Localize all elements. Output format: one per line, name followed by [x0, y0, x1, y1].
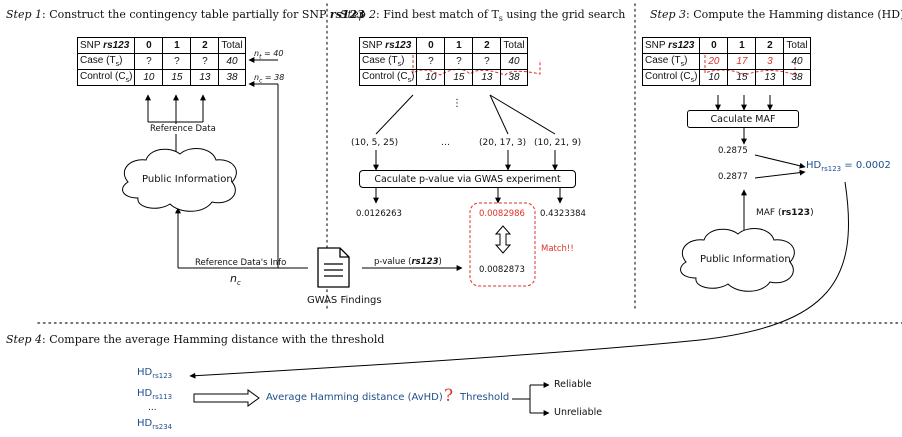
- reliable-label: Reliable: [554, 379, 592, 390]
- vertical-dots: ⋮: [452, 98, 462, 109]
- unreliable-label: Unreliable: [554, 407, 603, 418]
- hd-rs234: HDrs234: [137, 418, 173, 431]
- public-info-cloud-1: [122, 148, 237, 212]
- document-icon: [317, 247, 350, 288]
- avhd-label: Average Hamming distance (AvHD): [266, 392, 443, 403]
- step1-heading: Step 1: Construct the contingency table …: [6, 8, 365, 21]
- step4-heading: Step 4: Compare the average Hamming dist…: [6, 333, 385, 346]
- candidate-1: (10, 5, 25): [351, 138, 399, 148]
- contingency-table-step3: SNP rs123 0 1 2 Total Case (Ts) 20 17 3 …: [641, 37, 811, 86]
- pvalue-target: 0.0082873: [479, 265, 525, 275]
- step3-heading: Step 3: Compute the Hamming distance (HD…: [650, 8, 902, 21]
- public-information-label-1: Public Information: [142, 174, 233, 185]
- pvalue-label: p-value (rs123): [374, 257, 442, 267]
- question-mark-icon: ?: [444, 386, 454, 406]
- maf-value-2: 0.2877: [718, 172, 748, 182]
- hd-rs123-result: HDrs123 = 0.0002: [806, 160, 891, 173]
- gwas-findings-label: GWAS Findings: [307, 295, 382, 306]
- pvalue-3: 0.4323384: [540, 209, 586, 219]
- nc-label: nc = 38: [254, 73, 285, 85]
- reference-data-label: Reference Data: [148, 124, 218, 134]
- step2-heading: Step 2: Find best match of Ts using the …: [340, 8, 626, 24]
- pvalue-1: 0.0126263: [356, 209, 402, 219]
- hd-rs113: HDrs113: [137, 388, 173, 401]
- nt-label: nt = 40: [254, 49, 284, 61]
- candidate-ellipsis: …: [441, 138, 450, 148]
- contingency-table-step2: SNP rs123 0 1 2 Total Case (Ts) ? ? ? 40…: [358, 37, 528, 86]
- hd-rs123: HDrs123: [137, 367, 173, 380]
- candidate-3: (10, 21, 9): [534, 138, 582, 148]
- contingency-table-step1: SNP rs123 0 1 2 Total Case (Ts) ? ? ? 40…: [76, 37, 246, 86]
- candidate-2: (20, 17, 3): [479, 138, 527, 148]
- hd-ellipsis: ...: [148, 403, 157, 413]
- reference-info-label: Reference Data's Info: [195, 258, 287, 268]
- nc-info-label: nc: [230, 272, 241, 288]
- maf-rs123-label: MAF (rs123): [756, 208, 814, 218]
- match-label: Match!!: [541, 244, 574, 254]
- public-info-cloud-2: [680, 228, 795, 292]
- calc-maf-box: Caculate MAF: [687, 110, 799, 128]
- public-information-label-2: Public Information: [700, 254, 791, 265]
- threshold-label: Threshold: [460, 392, 510, 403]
- maf-value-1: 0.2875: [718, 146, 748, 156]
- pvalue-2-match: 0.0082986: [479, 209, 525, 219]
- calc-pvalue-box: Caculate p-value via GWAS experiment: [359, 170, 576, 188]
